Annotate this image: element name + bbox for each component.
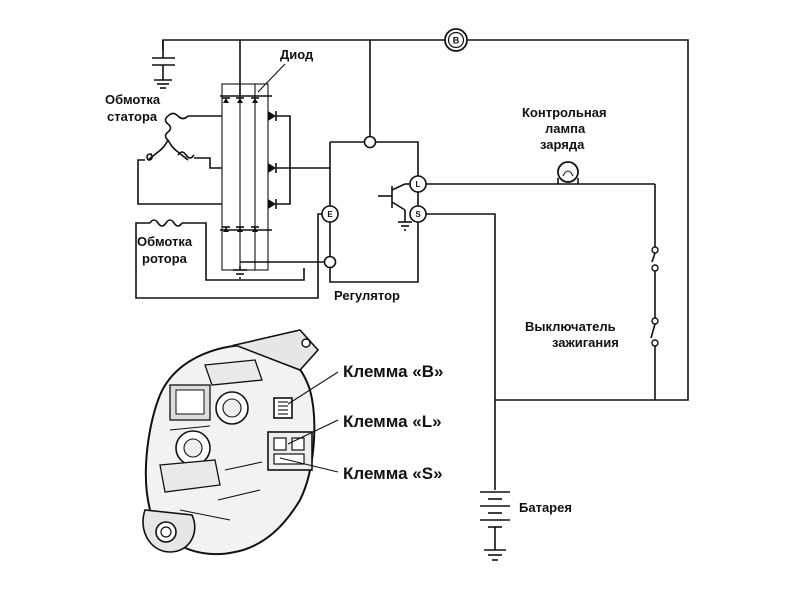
callout-leaders [279,371,339,473]
ignition-switch [650,246,659,400]
diode-bridge [220,83,330,279]
terminal-b-symbol: B [444,28,468,52]
stator-winding-label-line1: Обмотка [105,92,161,107]
terminal-e-letter: E [327,210,333,219]
rotor-winding-label-line2: ротора [142,251,188,266]
terminal-s-callout: Клемма «S» [343,464,443,483]
battery-symbol [480,491,510,561]
terminal-l-letter: L [416,180,421,189]
regulator-label: Регулятор [334,288,400,303]
lamp-circuit [426,183,656,250]
diode-label: Диод [280,47,314,62]
ignition-switch-label-line2: зажигания [552,335,619,350]
charge-lamp-label-line3: заряда [540,137,585,152]
regulator-box: E L S [321,135,427,283]
stator-winding [137,112,222,205]
terminal-s-letter: S [415,210,421,219]
stator-winding-label-line2: статора [107,109,158,124]
terminal-b-callout: Клемма «B» [343,362,443,381]
capacitor-symbol [152,40,175,89]
terminal-l-callout: Клемма «L» [343,412,442,431]
charge-lamp-label-line2: лампа [545,121,586,136]
charge-lamp-label-line1: Контрольная [522,105,607,120]
battery-circuit [426,213,496,490]
ignition-switch-label-line1: Выключатель [525,319,616,334]
rotor-winding-label-line1: Обмотка [137,234,193,249]
charge-warning-lamp [556,161,580,185]
alternator-illustration [142,329,320,556]
terminal-b-letter: B [453,36,460,46]
rotor-winding [135,213,330,299]
battery-label: Батарея [519,500,572,515]
diode-leader [257,63,286,93]
